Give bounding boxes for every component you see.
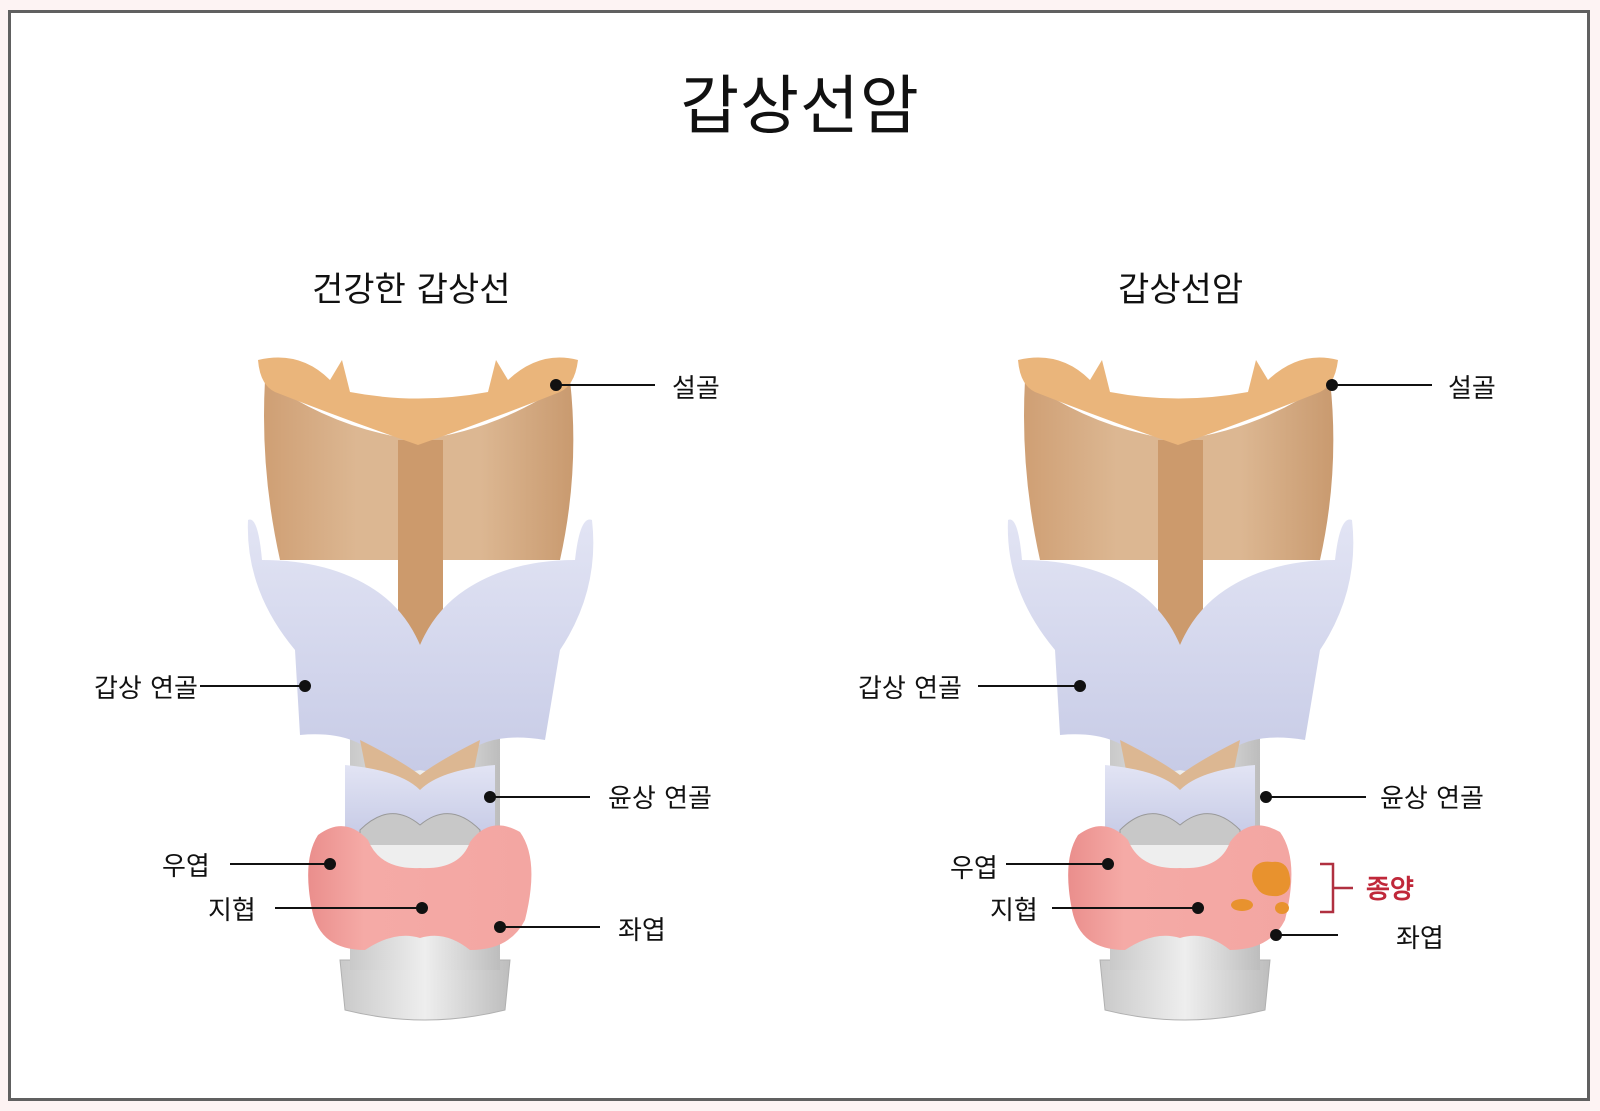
label-thyroid-cartilage-healthy: 갑상 연골 bbox=[94, 674, 198, 704]
panel-title-cancer: 갑상선암 bbox=[1118, 270, 1244, 310]
label-tumor: 종양 bbox=[1366, 875, 1414, 905]
label-left-lobe-healthy: 좌엽 bbox=[618, 916, 666, 946]
tumor-spots bbox=[1231, 861, 1291, 914]
label-thyroid-cartilage-cancer: 갑상 연골 bbox=[858, 674, 962, 704]
label-hyoid-cancer: 설골 bbox=[1448, 374, 1496, 404]
label-right-lobe-healthy: 우엽 bbox=[162, 852, 210, 882]
healthy-thyroid-illustration bbox=[247, 357, 594, 1021]
label-cricoid-cartilage-healthy: 윤상 연골 bbox=[608, 784, 712, 814]
label-cricoid-cartilage-cancer: 윤상 연골 bbox=[1380, 784, 1484, 814]
label-isthmus-cancer: 지협 bbox=[990, 896, 1038, 926]
page-title: 갑상선암 bbox=[680, 70, 920, 144]
cancer-thyroid-illustration bbox=[1007, 357, 1354, 1021]
label-hyoid-healthy: 설골 bbox=[672, 374, 720, 404]
tumor-bracket bbox=[1320, 862, 1353, 914]
panel-title-healthy: 건강한 갑상선 bbox=[312, 270, 511, 310]
diagram-frame bbox=[8, 10, 1590, 1101]
label-isthmus-healthy: 지협 bbox=[208, 896, 256, 926]
label-right-lobe-cancer: 우엽 bbox=[950, 854, 998, 884]
label-left-lobe-cancer: 좌엽 bbox=[1396, 924, 1444, 954]
